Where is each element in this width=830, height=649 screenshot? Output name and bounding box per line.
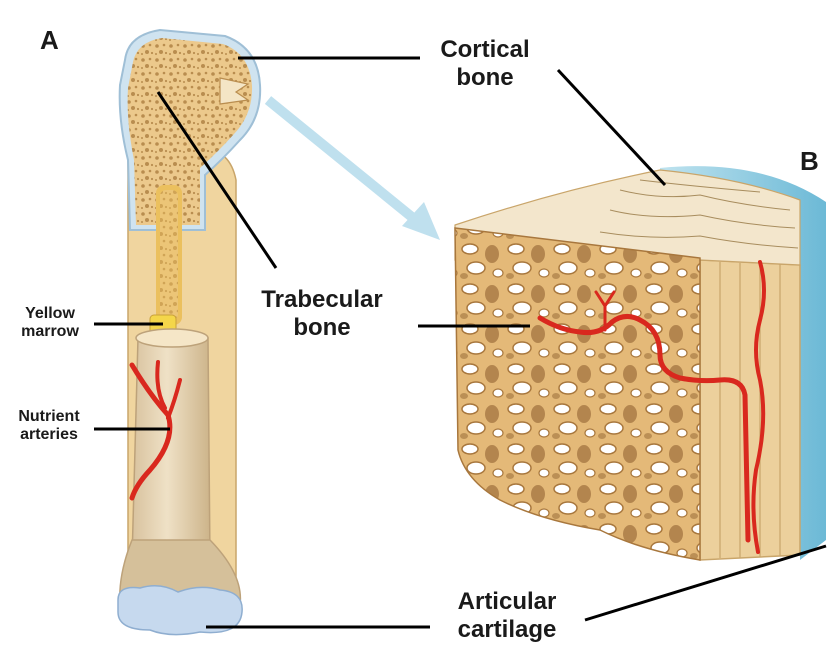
long-bone xyxy=(118,30,260,635)
bone-cross-section xyxy=(455,166,826,560)
yellow-marrow-label-line1: Yellow xyxy=(8,305,92,323)
cortical-leader-b xyxy=(558,70,665,185)
nutrient-arteries-label: Nutrient arteries xyxy=(4,408,94,445)
nutrient-arteries-label-line1: Nutrient xyxy=(4,408,94,426)
nutrient-arteries-label-line2: arteries xyxy=(4,426,94,444)
panel-label-b: B xyxy=(800,147,819,177)
yellow-marrow-label-line2: marrow xyxy=(8,323,92,341)
trabecular-bone-label-line1: Trabecular xyxy=(242,286,402,314)
trabecular-bone-label-line2: bone xyxy=(242,314,402,342)
articular-cartilage-label: Articular cartilage xyxy=(432,588,582,643)
cortical-bone-label-line2: bone xyxy=(425,64,545,92)
articular-cartilage-label-line2: cartilage xyxy=(432,616,582,644)
yellow-marrow-label: Yellow marrow xyxy=(8,305,92,342)
articular-cartilage-label-line1: Articular xyxy=(432,588,582,616)
cortical-bone-label: Cortical bone xyxy=(425,36,545,91)
cortical-bone-label-line1: Cortical xyxy=(425,36,545,64)
magnify-arrow-shaft xyxy=(268,100,418,222)
panel-label-a: A xyxy=(40,26,59,56)
trabecular-bone-label: Trabecular bone xyxy=(242,286,402,341)
